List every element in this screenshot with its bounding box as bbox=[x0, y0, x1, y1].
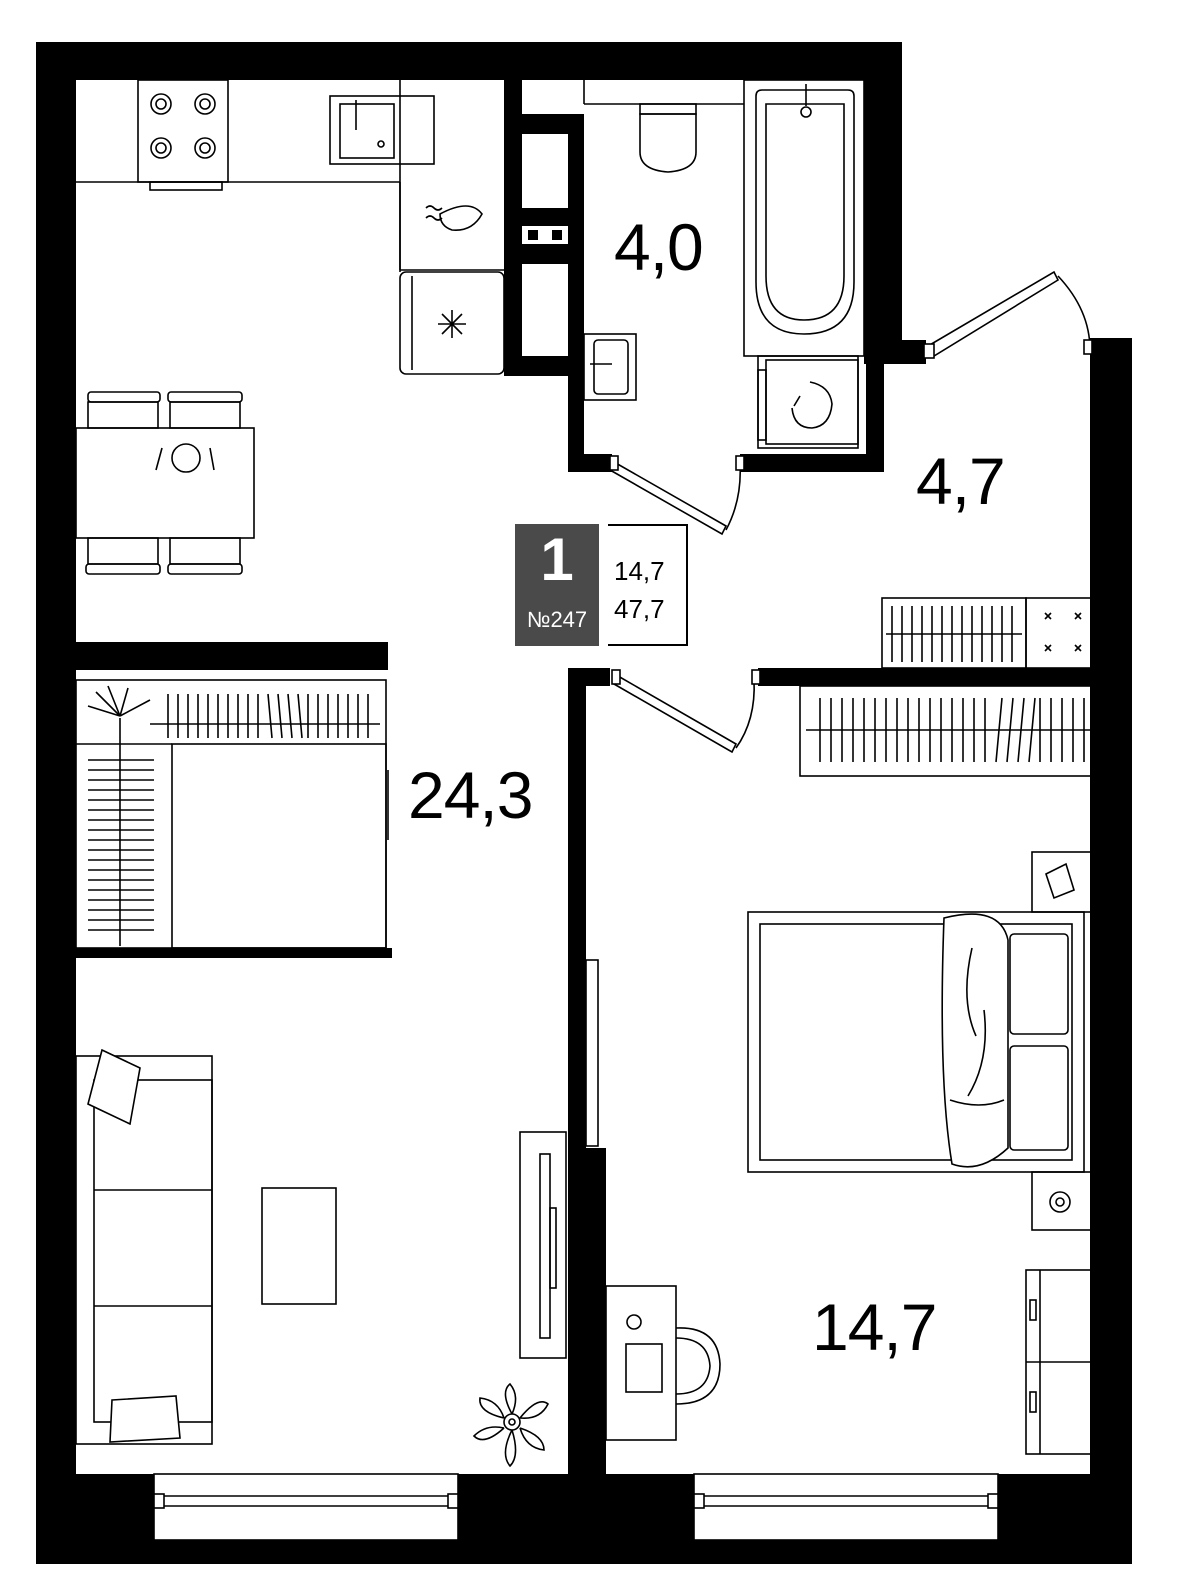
bathroom-area-label: 4,0 bbox=[614, 210, 704, 284]
doors bbox=[608, 270, 1093, 754]
tv-stand bbox=[519, 1131, 567, 1359]
hanger-mark bbox=[1044, 644, 1052, 652]
hallway-wardrobe bbox=[881, 597, 1097, 669]
rooms-count: 1 bbox=[540, 526, 574, 593]
hallway-area-label: 4,7 bbox=[916, 444, 1006, 518]
windows bbox=[153, 1473, 999, 1541]
hanger-mark bbox=[995, 697, 1003, 763]
hanger-mark bbox=[1028, 697, 1036, 763]
apartment-badge: 1 №247 bbox=[515, 524, 599, 646]
dining-table bbox=[75, 391, 255, 575]
living-area-label: 24,3 bbox=[408, 758, 533, 832]
total-space-value: 47,7 bbox=[614, 594, 665, 624]
hanger-mark bbox=[297, 693, 303, 739]
hanger-mark bbox=[277, 693, 283, 739]
hanger-mark bbox=[1017, 697, 1025, 763]
sofa bbox=[75, 1048, 337, 1445]
hanger-mark bbox=[287, 693, 293, 739]
bedroom-furniture bbox=[585, 685, 1097, 1455]
living-space-value: 14,7 bbox=[614, 556, 665, 586]
hanger-mark bbox=[1006, 697, 1014, 763]
bedroom-area-label: 14,7 bbox=[812, 1290, 937, 1364]
wardrobe-corner bbox=[75, 679, 389, 949]
apartment-number: №247 bbox=[526, 607, 588, 632]
kitchen bbox=[76, 79, 505, 375]
bathroom-fixtures bbox=[583, 79, 865, 449]
hanger-mark bbox=[267, 693, 273, 739]
hanger-mark bbox=[1074, 612, 1082, 620]
hanger-mark bbox=[1044, 612, 1052, 620]
hanger-mark bbox=[1074, 644, 1082, 652]
walls bbox=[36, 42, 1132, 1564]
apartment-stats: 14,7 47,7 bbox=[608, 524, 688, 646]
plant bbox=[472, 1382, 550, 1468]
